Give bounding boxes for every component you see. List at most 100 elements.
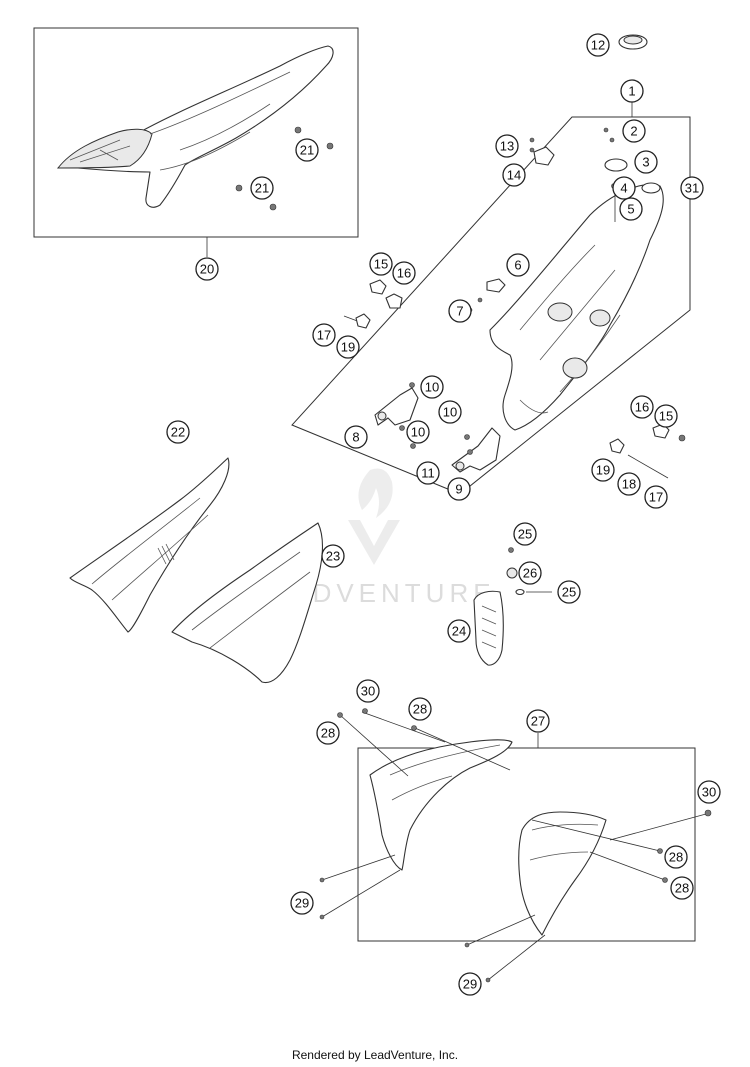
svg-text:20: 20 [200, 262, 214, 277]
callout-16b: 16 [630, 395, 654, 419]
svg-text:10: 10 [443, 405, 457, 420]
callout-26: 26 [518, 561, 542, 585]
svg-text:16: 16 [397, 266, 411, 281]
fuel-tank-drawing [489, 184, 664, 431]
svg-text:21: 21 [300, 143, 314, 158]
svg-text:24: 24 [452, 624, 466, 639]
callout-8: 8 [344, 425, 368, 449]
svg-text:15: 15 [374, 257, 388, 272]
left-mount-hardware [343, 279, 403, 329]
callout-10a: 10 [420, 375, 444, 399]
shroud-kit-frame [357, 747, 696, 942]
svg-text:29: 29 [295, 896, 309, 911]
callout-25b: 25 [557, 580, 581, 604]
svg-text:25: 25 [518, 527, 532, 542]
svg-text:23: 23 [326, 549, 340, 564]
callout-19a: 19 [336, 335, 360, 359]
svg-text:31: 31 [685, 181, 699, 196]
svg-text:12: 12 [591, 38, 605, 53]
svg-text:3: 3 [642, 155, 649, 170]
fuel-cap-drawing [618, 34, 648, 50]
callout-25a: 25 [513, 522, 537, 546]
svg-text:8: 8 [352, 430, 359, 445]
svg-text:14: 14 [507, 168, 521, 183]
callout-14: 14 [502, 163, 526, 187]
right-mount-hardware [609, 423, 686, 479]
callout-9: 9 [447, 477, 471, 501]
seat-bolts [235, 126, 334, 211]
svg-text:5: 5 [627, 202, 634, 217]
callout-17b: 17 [644, 485, 668, 509]
callout-28a: 28 [408, 697, 432, 721]
svg-text:27: 27 [531, 714, 545, 729]
svg-text:15: 15 [659, 409, 673, 424]
svg-text:28: 28 [675, 881, 689, 896]
svg-text:7: 7 [456, 304, 463, 319]
callout-20: 20 [195, 257, 219, 281]
callout-10b: 10 [406, 420, 430, 444]
svg-text:1: 1 [628, 84, 635, 99]
shroud-right-drawing [518, 811, 607, 936]
callout-15a: 15 [369, 252, 393, 276]
callout-18: 18 [617, 472, 641, 496]
callout-16a: 16 [392, 261, 416, 285]
shroud-fasteners [319, 708, 712, 983]
callout-24: 24 [447, 619, 471, 643]
callout-23: 23 [321, 544, 345, 568]
svg-text:2: 2 [630, 124, 637, 139]
tank-kit-frame [291, 116, 691, 495]
svg-text:28: 28 [413, 702, 427, 717]
svg-text:28: 28 [321, 726, 335, 741]
svg-text:10: 10 [425, 380, 439, 395]
callout-5: 5 [619, 197, 643, 221]
svg-text:13: 13 [500, 139, 514, 154]
svg-text:4: 4 [620, 181, 627, 196]
callout-21b: 21 [250, 176, 274, 200]
svg-text:6: 6 [514, 258, 521, 273]
bracket-left-drawing [374, 382, 419, 449]
filter-cover-drawing [473, 547, 552, 666]
svg-text:18: 18 [622, 477, 636, 492]
side-panel-right-drawing [171, 522, 323, 684]
callout-28c: 28 [664, 845, 688, 869]
seat-kit-frame [33, 27, 359, 238]
callout-21a: 21 [295, 138, 319, 162]
callout-29b: 29 [458, 972, 482, 996]
callout-31: 31 [680, 176, 704, 200]
callout-1: 1 [620, 79, 644, 103]
callout-10c: 10 [438, 400, 462, 424]
svg-text:30: 30 [361, 684, 375, 699]
callout-29a: 29 [290, 891, 314, 915]
callout-6: 6 [506, 253, 530, 277]
svg-text:19: 19 [341, 340, 355, 355]
callout-3: 3 [634, 150, 658, 174]
callout-30a: 30 [356, 679, 380, 703]
callout-2: 2 [622, 119, 646, 143]
svg-text:19: 19 [596, 463, 610, 478]
callout-28d: 28 [670, 876, 694, 900]
svg-text:30: 30 [702, 785, 716, 800]
callout-28b: 28 [316, 721, 340, 745]
svg-text:17: 17 [317, 328, 331, 343]
callout-13: 13 [495, 134, 519, 158]
callout-19b: 19 [591, 458, 615, 482]
watermark-logo [348, 468, 400, 565]
svg-text:17: 17 [649, 490, 663, 505]
bracket-right-drawing [451, 427, 501, 473]
callout-17a: 17 [312, 323, 336, 347]
svg-text:29: 29 [463, 977, 477, 992]
seat-drawing [56, 45, 334, 208]
callout-22: 22 [166, 420, 190, 444]
callout-30b: 30 [697, 780, 721, 804]
svg-text:10: 10 [411, 425, 425, 440]
callout-4: 4 [612, 176, 636, 200]
tank-hardware [467, 127, 661, 313]
side-panel-left-drawing [69, 457, 230, 633]
callout-12: 12 [586, 33, 610, 57]
callout-15b: 15 [654, 404, 678, 428]
callout-27: 27 [526, 709, 550, 733]
callout-11: 11 [416, 461, 440, 485]
render-credit: Rendered by LeadVenture, Inc. [291, 1048, 459, 1062]
shroud-left-drawing [369, 739, 513, 871]
